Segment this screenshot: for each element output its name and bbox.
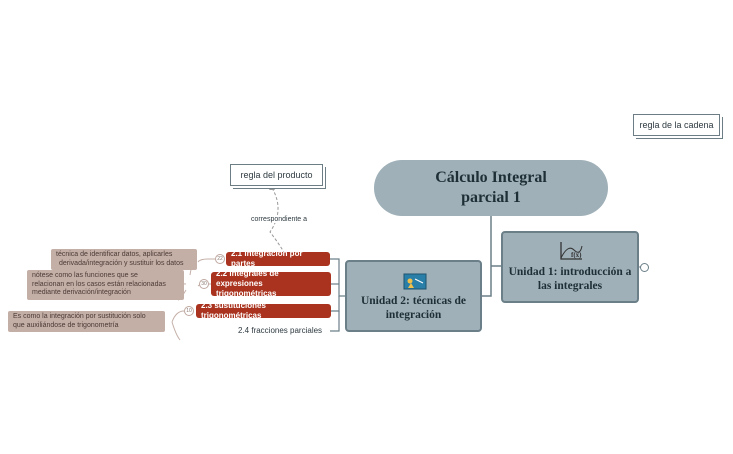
central-title-line2: parcial 1 [461,189,521,206]
central-topic[interactable]: Cálculo Integral parcial 1 [374,160,608,216]
note-integracion-partes[interactable]: técnica de identificar datos, aplicarles… [51,249,197,270]
subtopic-integracion-partes[interactable]: 2.1 integración por partes [226,249,330,268]
unit2-title-line2: integración [385,309,442,321]
note-line: nótese como las funciones que se [32,272,138,279]
note-line: que auxiliándose de trigonometría [13,321,119,329]
unit2-title-line1: Unidad 2: técnicas de [360,295,467,307]
unit1-title-line2: las integrales [537,280,603,292]
floating-topic-regla-cadena[interactable]: regla de la cadena [633,114,720,136]
note-line: derivada/integración y sustituir los dat… [59,259,184,267]
unit2-topic[interactable]: Unidad 2: técnicas de integración [345,260,482,332]
subtopic-label: 2.2 integrales de expresiones [216,269,279,288]
note-integrales-trigonometricas[interactable]: nótese como las funciones que se relacio… [27,270,184,300]
subtopic-integrales-trigonometricas[interactable]: 2.2 integrales de expresiones trigonomét… [211,269,331,298]
hidden-count-badge[interactable]: 10 [184,306,194,316]
unit1-topic[interactable]: f(x) Unidad 1: introducción a las integr… [501,231,639,303]
subtopic-label: 2.1 integración por partes [231,249,303,268]
unit1-title-line1: Unidad 1: introducción a [508,266,632,278]
note-line: mediante derivación/integración [32,289,131,296]
fx-graph-icon: f(x) [560,242,583,260]
note-line: técnica de identificar datos, aplicarles [56,251,173,258]
regla-cadena-label: regla de la cadena [639,120,714,130]
chalkboard-icon [403,273,427,290]
subtopic-fracciones-parciales[interactable]: 2.4 fracciones parciales [238,326,323,335]
subtopic-label: 2.3 sustituciones trigonométricas [201,301,266,320]
hidden-count-badge[interactable]: 30 [199,279,209,289]
subtopic-label-line2: trigonométricas [216,289,277,298]
note-sustituciones-trigonometricas[interactable]: Es como la integración por sustitución s… [8,311,165,332]
floating-topic-regla-producto[interactable]: regla del producto [230,164,323,186]
central-title-line1: Cálculo Integral [435,169,547,186]
hidden-count-badge[interactable]: 22 [215,254,225,264]
relationship-label[interactable]: correspondiente a [250,216,309,223]
regla-producto-label: regla del producto [240,170,313,180]
collapse-toggle[interactable] [640,263,649,272]
subtopic-sustituciones-trigonometricas[interactable]: 2.3 sustituciones trigonométricas [196,301,331,320]
svg-text:f(x): f(x) [571,251,582,259]
note-line: Es como la integración por sustitución s… [13,313,146,320]
note-line: relacionan en los casos están relacionad… [32,280,166,288]
